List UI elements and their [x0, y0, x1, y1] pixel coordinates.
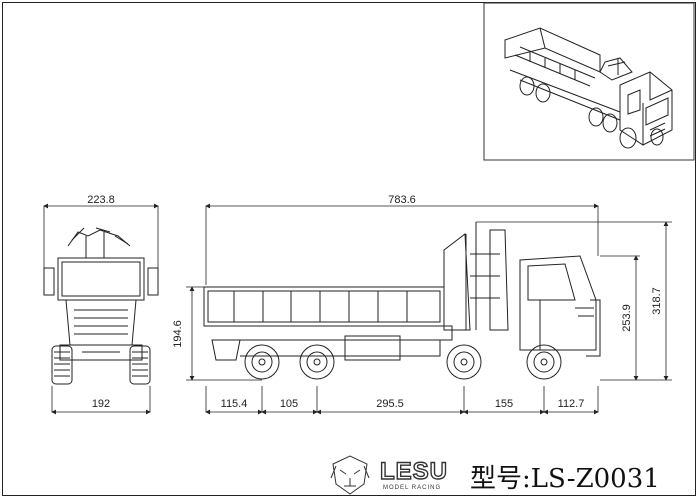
dim-cab-height: 253.9: [621, 304, 633, 332]
dim-front-overhang: 112.7: [558, 398, 585, 410]
dim-rear-axle-spacing: 105: [280, 398, 298, 410]
lion-head-icon: [330, 455, 370, 495]
dim-front-axle-spacing: 155: [495, 398, 513, 410]
dim-front-width: 223.8: [87, 194, 115, 206]
front-view: [43, 227, 159, 385]
dim-wheelbase: 295.5: [376, 398, 404, 410]
model-number: 型号:LS-Z0031: [470, 464, 660, 494]
dim-overall-length: 783.6: [388, 194, 416, 206]
dim-front-track: 192: [92, 398, 110, 410]
isometric-view: [483, 2, 695, 161]
dim-total-height: 318.7: [651, 287, 663, 315]
drawing-frame: [2, 2, 696, 496]
brand-logo: LESU: [379, 457, 449, 485]
dimension-lines: [43, 203, 672, 415]
dim-rear-overhang: 115.4: [221, 398, 248, 410]
dim-body-height: 194.6: [172, 320, 184, 348]
brand-subtitle: MODEL RACING: [383, 485, 442, 491]
side-view: [203, 222, 601, 380]
